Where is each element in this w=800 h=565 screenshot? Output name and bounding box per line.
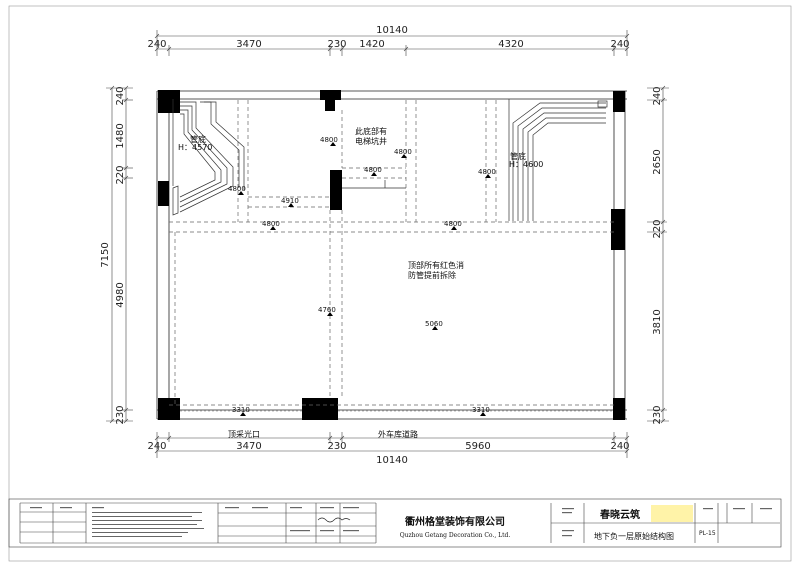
pipe-bottom-label-right: 管底 — [510, 151, 526, 161]
column-right-mid — [611, 209, 625, 250]
right-dim-4: 3810 — [652, 309, 663, 334]
fire-pipe-note-line1: 顶部所有红色消 — [408, 260, 464, 270]
elevation-mark: 4800 — [444, 220, 462, 228]
column-top-left — [158, 90, 180, 113]
drawing-number: PL-15 — [699, 530, 716, 537]
bottom-dim-3: 230 — [327, 441, 346, 452]
elevation-mark: 4800 — [478, 168, 496, 176]
sheet-border — [8, 5, 792, 562]
pipe-bottom-height-right: H：4600 — [509, 160, 543, 169]
fire-pipe-note-line2: 防管提前拆除 — [408, 270, 456, 280]
title-block-small-cells — [30, 507, 772, 537]
bottom-dim-2: 3470 — [236, 441, 261, 452]
column-left-mid — [158, 181, 169, 206]
title-block — [8, 498, 782, 548]
top-dim-2: 3470 — [236, 39, 261, 50]
driveway-label: 外车库道路 — [378, 429, 418, 439]
designer-signature — [317, 517, 351, 523]
left-dim-3: 220 — [115, 165, 126, 184]
right-dim-5: 230 — [652, 405, 663, 424]
pipe-bend-left — [172, 99, 245, 216]
column-center-mid — [330, 170, 342, 210]
top-dim-1: 240 — [147, 39, 166, 50]
elevation-mark: 3310 — [472, 406, 490, 414]
bottom-dim-5: 240 — [610, 441, 629, 452]
left-dimension-chain — [106, 85, 133, 424]
elevator-note-line2: 电梯坑井 — [355, 136, 387, 146]
company-name: 衢州格堂装饰有限公司 — [405, 515, 505, 528]
pipe-bottom-height-left: H：4570 — [178, 143, 212, 152]
elevation-mark: 4800 — [364, 166, 382, 174]
top-dim-4: 1420 — [359, 39, 384, 50]
column-bottom-center — [302, 398, 338, 420]
right-dim-3: 220 — [652, 219, 663, 238]
top-dim-3: 230 — [327, 39, 346, 50]
elevation-marks: 4800 4800 4800 4800 4800 4910 4800 4800 … — [228, 136, 496, 416]
project-name: 春晓云筑 — [600, 508, 640, 521]
left-total-dimension: 7150 — [100, 242, 111, 267]
top-dimension-chain — [154, 30, 630, 56]
elevation-mark: 5060 — [425, 320, 443, 328]
elevator-pit — [342, 180, 406, 189]
column-bottom-right — [613, 398, 625, 420]
drawing-name: 地下负一层原始结构图 — [594, 531, 674, 541]
elevation-mark: 4800 — [394, 148, 412, 156]
pipe-bottom-label-left: 管底 — [190, 134, 206, 144]
left-dim-5: 230 — [115, 405, 126, 424]
right-dim-2: 2650 — [652, 149, 663, 174]
bottom-dim-4: 5960 — [465, 441, 490, 452]
top-total-dimension: 10140 — [376, 25, 408, 36]
bottom-dimension-chain — [154, 432, 630, 458]
column-top-right — [613, 91, 625, 112]
left-dim-1: 240 — [115, 86, 126, 105]
bottom-total-dimension: 10140 — [376, 455, 408, 466]
column-top-center-stem — [325, 99, 335, 111]
left-dim-2: 1480 — [115, 123, 126, 148]
bottom-dim-1: 240 — [147, 441, 166, 452]
pipe-bend-right — [508, 99, 608, 221]
elevator-note-line1: 此底部有 — [355, 126, 387, 136]
elevation-mark: 4800 — [228, 185, 246, 193]
top-dim-6: 240 — [610, 39, 629, 50]
right-dim-1: 240 — [652, 86, 663, 105]
top-dim-5: 4320 — [498, 39, 523, 50]
structural-columns — [158, 90, 625, 420]
skylight-label: 顶采光口 — [228, 429, 260, 439]
redaction-highlight — [651, 505, 693, 522]
elevation-mark: 4800 — [320, 136, 338, 144]
left-dim-4: 4980 — [115, 282, 126, 307]
company-name-english: Quzhou Getang Decoration Co., Ltd. — [400, 532, 511, 539]
elevation-mark: 4800 — [262, 220, 280, 228]
elevation-mark: 3310 — [232, 406, 250, 414]
elevation-mark: 4760 — [318, 306, 336, 314]
column-bottom-left — [158, 398, 180, 420]
column-top-center — [320, 90, 341, 100]
right-dimension-chain — [647, 85, 669, 424]
elevation-mark: 4910 — [281, 197, 299, 205]
ceiling-beams — [169, 100, 614, 406]
outer-walls — [156, 90, 627, 420]
